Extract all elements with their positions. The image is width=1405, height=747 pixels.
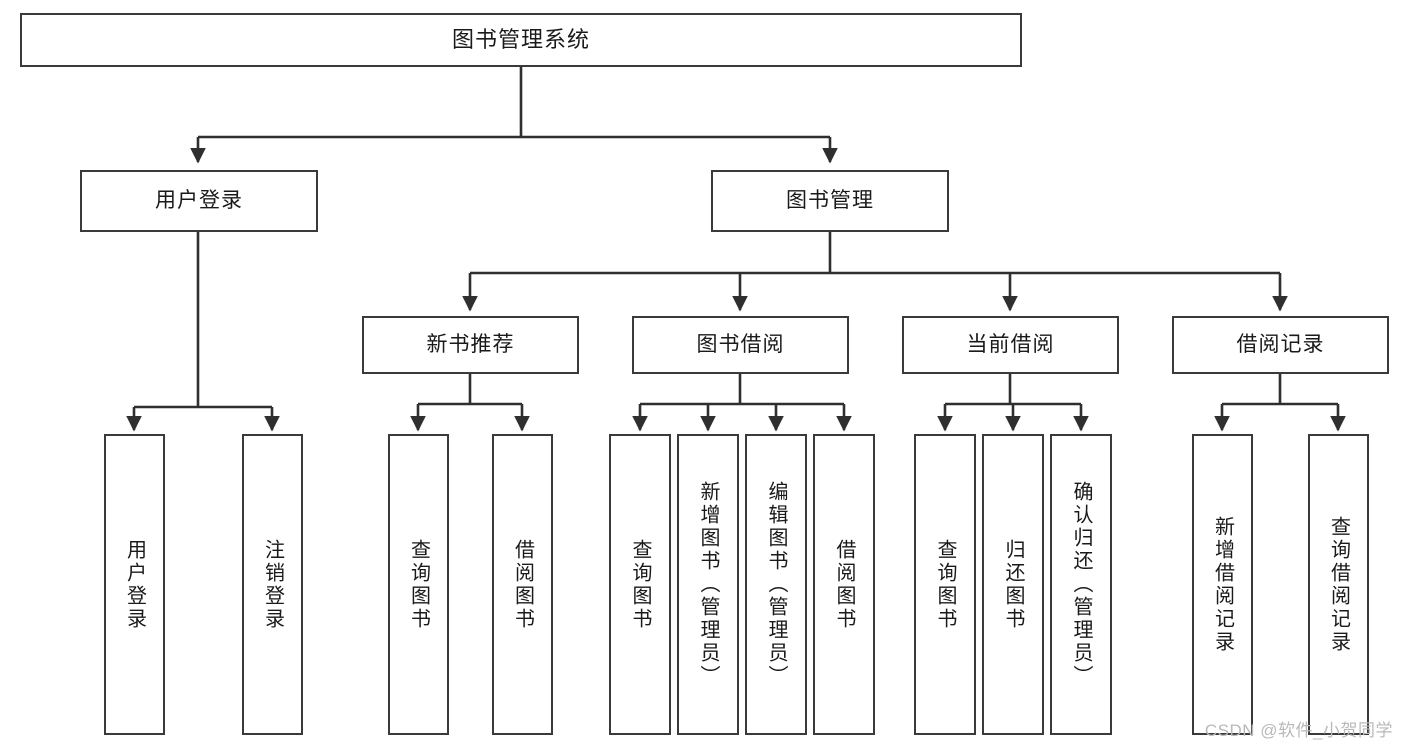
node-leaf-recommend-query-book[interactable]: 查询图书 [388, 434, 449, 735]
node-label: 注销登录 [261, 538, 284, 631]
node-leaf-recommend-borrow-book[interactable]: 借阅图书 [492, 434, 553, 735]
node-label: 图书借阅 [696, 332, 785, 356]
node-label: 新增图书（管理员） [697, 481, 719, 688]
node-user-login[interactable]: 用户登录 [80, 170, 318, 232]
node-label: 当前借阅 [966, 332, 1055, 356]
node-leaf-user-login-login[interactable]: 用户登录 [104, 434, 165, 735]
node-current-borrow[interactable]: 当前借阅 [902, 316, 1119, 374]
node-book-borrow[interactable]: 图书借阅 [632, 316, 849, 374]
node-leaf-current-confirm-return-admin[interactable]: 确认归还（管理员） [1050, 434, 1112, 735]
node-label: 确认归还（管理员） [1070, 481, 1092, 688]
node-label: 编辑图书（管理员） [765, 481, 787, 688]
node-label: 查询借阅记录 [1327, 515, 1350, 654]
csdn-watermark: CSDN @软件_小贺同学 [1204, 721, 1393, 740]
node-label: 用户登录 [123, 538, 146, 631]
node-leaf-record-add-record[interactable]: 新增借阅记录 [1192, 434, 1253, 735]
node-label: 借阅图书 [511, 538, 534, 631]
node-leaf-borrow-borrow-book[interactable]: 借阅图书 [813, 434, 875, 735]
node-label: 新增借阅记录 [1211, 515, 1234, 654]
node-label: 图书管理系统 [451, 27, 590, 53]
node-book-management[interactable]: 图书管理 [711, 170, 949, 232]
node-label: 查询图书 [934, 538, 956, 631]
node-new-book-recommend[interactable]: 新书推荐 [362, 316, 579, 374]
node-root-book-management-system[interactable]: 图书管理系统 [20, 13, 1022, 67]
node-label: 新书推荐 [426, 332, 515, 356]
node-label: 归还图书 [1002, 538, 1024, 631]
node-leaf-user-login-logout[interactable]: 注销登录 [242, 434, 303, 735]
node-leaf-borrow-edit-book-admin[interactable]: 编辑图书（管理员） [745, 434, 807, 735]
node-leaf-record-query-record[interactable]: 查询借阅记录 [1308, 434, 1369, 735]
node-label: 借阅图书 [833, 538, 855, 631]
node-leaf-current-return-book[interactable]: 归还图书 [982, 434, 1044, 735]
node-label: 图书管理 [786, 188, 874, 212]
node-label: 借阅记录 [1236, 332, 1325, 356]
node-leaf-current-query-book[interactable]: 查询图书 [914, 434, 976, 735]
node-borrow-record[interactable]: 借阅记录 [1172, 316, 1389, 374]
node-leaf-borrow-query-book[interactable]: 查询图书 [609, 434, 671, 735]
node-label: 查询图书 [407, 538, 430, 631]
node-leaf-borrow-add-book-admin[interactable]: 新增图书（管理员） [677, 434, 739, 735]
node-label: 查询图书 [629, 538, 651, 631]
node-label: 用户登录 [155, 188, 243, 212]
